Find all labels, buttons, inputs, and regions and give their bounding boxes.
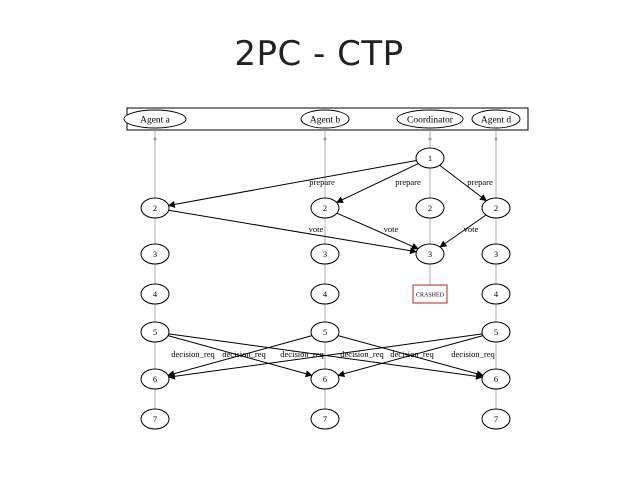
vote-label-1: vote	[309, 224, 324, 234]
state-label-b-2: 2	[323, 203, 327, 213]
crashed-label: CRASHED	[416, 293, 445, 299]
slide-title: 2PC - CTP	[234, 34, 404, 74]
message-arrow-b-to-a-8	[167, 335, 313, 378]
state-node-a-7	[140, 408, 170, 430]
lifeline-dot-c	[428, 137, 432, 141]
agent-label-a: Agent a	[140, 116, 171, 126]
agent-label-c: Coordinator	[407, 116, 454, 126]
message-arrow-c-to-b-1	[336, 163, 419, 203]
agent-header-b	[300, 109, 350, 129]
state-label-d-7: 7	[494, 414, 498, 424]
message-arrow-a-to-c-3	[168, 209, 418, 255]
state-label-c-2: 2	[428, 203, 432, 213]
state-node-a-4	[140, 283, 170, 305]
state-label-d-3: 3	[494, 249, 498, 259]
state-node-c-1	[415, 147, 445, 169]
prepare-label-1: prepare	[309, 177, 335, 187]
state-label-a-7: 7	[153, 414, 157, 424]
state-label-c-1: 1	[428, 153, 432, 163]
state-label-a-4: 4	[153, 289, 158, 299]
state-label-a-2: 2	[153, 203, 157, 213]
state-label-d-5: 5	[494, 327, 498, 337]
message-arrow-c-to-a-0	[167, 159, 417, 208]
state-label-b-3: 3	[323, 249, 327, 259]
state-node-d-6	[481, 368, 511, 390]
state-node-b-6	[310, 368, 340, 390]
state-label-b-4: 4	[323, 289, 328, 299]
state-label-d-6: 6	[494, 374, 498, 384]
state-node-d-7	[481, 408, 511, 430]
state-label-a-6: 6	[153, 374, 157, 384]
vote-label-2: vote	[384, 224, 399, 234]
state-nodes: 1 2 2 2 2 3 3 3 3 4 4 CRASHED 4 5 5 5 6 6 6 7 7 7	[140, 147, 511, 430]
state-node-d-2	[481, 197, 511, 219]
decision-label-4: decision_req	[340, 349, 384, 359]
state-node-d-4	[481, 283, 511, 305]
state-label-a-5: 5	[153, 327, 157, 337]
state-node-b-3	[310, 243, 340, 265]
message-arrow-d-to-b-11	[337, 335, 484, 378]
state-node-a-6	[140, 368, 170, 390]
state-node-a-2	[140, 197, 170, 219]
state-label-b-5: 5	[323, 327, 327, 337]
agent-header-d	[471, 109, 521, 129]
state-node-d-3	[481, 243, 511, 265]
state-node-d-5	[481, 321, 511, 343]
message-arrow-d-to-c-5	[439, 214, 487, 248]
vote-label-3: vote	[464, 224, 479, 234]
agent-label-d: Agent d	[481, 116, 512, 126]
message-arrow-c-to-d-2	[439, 164, 487, 202]
message-arrow-b-to-c-4	[336, 212, 419, 250]
state-node-b-7	[310, 408, 340, 430]
agent-headers: Agent a Agent b Coordinator Agent d	[123, 109, 521, 129]
state-label-d-4: 4	[494, 289, 499, 299]
lifeline-dot-a	[153, 137, 157, 141]
message-arrow-d-to-a-10	[168, 333, 483, 380]
lifeline-dot-b	[323, 137, 327, 141]
decision-label-1: decision_req	[171, 349, 215, 359]
agent-header-c	[396, 109, 464, 129]
decision-label-3: decision_req	[280, 349, 324, 359]
crashed-box	[412, 284, 448, 304]
state-node-b-4	[310, 283, 340, 305]
decision-label-5: decision_req	[390, 349, 434, 359]
state-label-a-3: 3	[153, 249, 157, 259]
decision-label-6: decision_req	[451, 349, 495, 359]
state-node-c-2	[415, 197, 445, 219]
state-node-b-5	[310, 321, 340, 343]
state-node-a-3	[140, 243, 170, 265]
message-arrows	[167, 159, 487, 380]
state-label-c-3: 3	[428, 249, 432, 259]
lifeline-dot-d	[494, 137, 498, 141]
state-label-b-6: 6	[323, 374, 327, 384]
message-labels: prepare prepare prepare vote vote vote decisio…	[171, 177, 495, 359]
decision-label-2: decision_req	[222, 349, 266, 359]
state-node-b-2	[310, 197, 340, 219]
agent-header-a	[123, 109, 187, 129]
state-label-b-7: 7	[323, 414, 327, 424]
state-label-d-2: 2	[494, 203, 498, 213]
prepare-label-2: prepare	[395, 177, 421, 187]
state-node-a-5	[140, 321, 170, 343]
prepare-label-3: prepare	[467, 177, 493, 187]
state-node-c-3	[415, 243, 445, 265]
agent-label-b: Agent b	[310, 116, 341, 126]
